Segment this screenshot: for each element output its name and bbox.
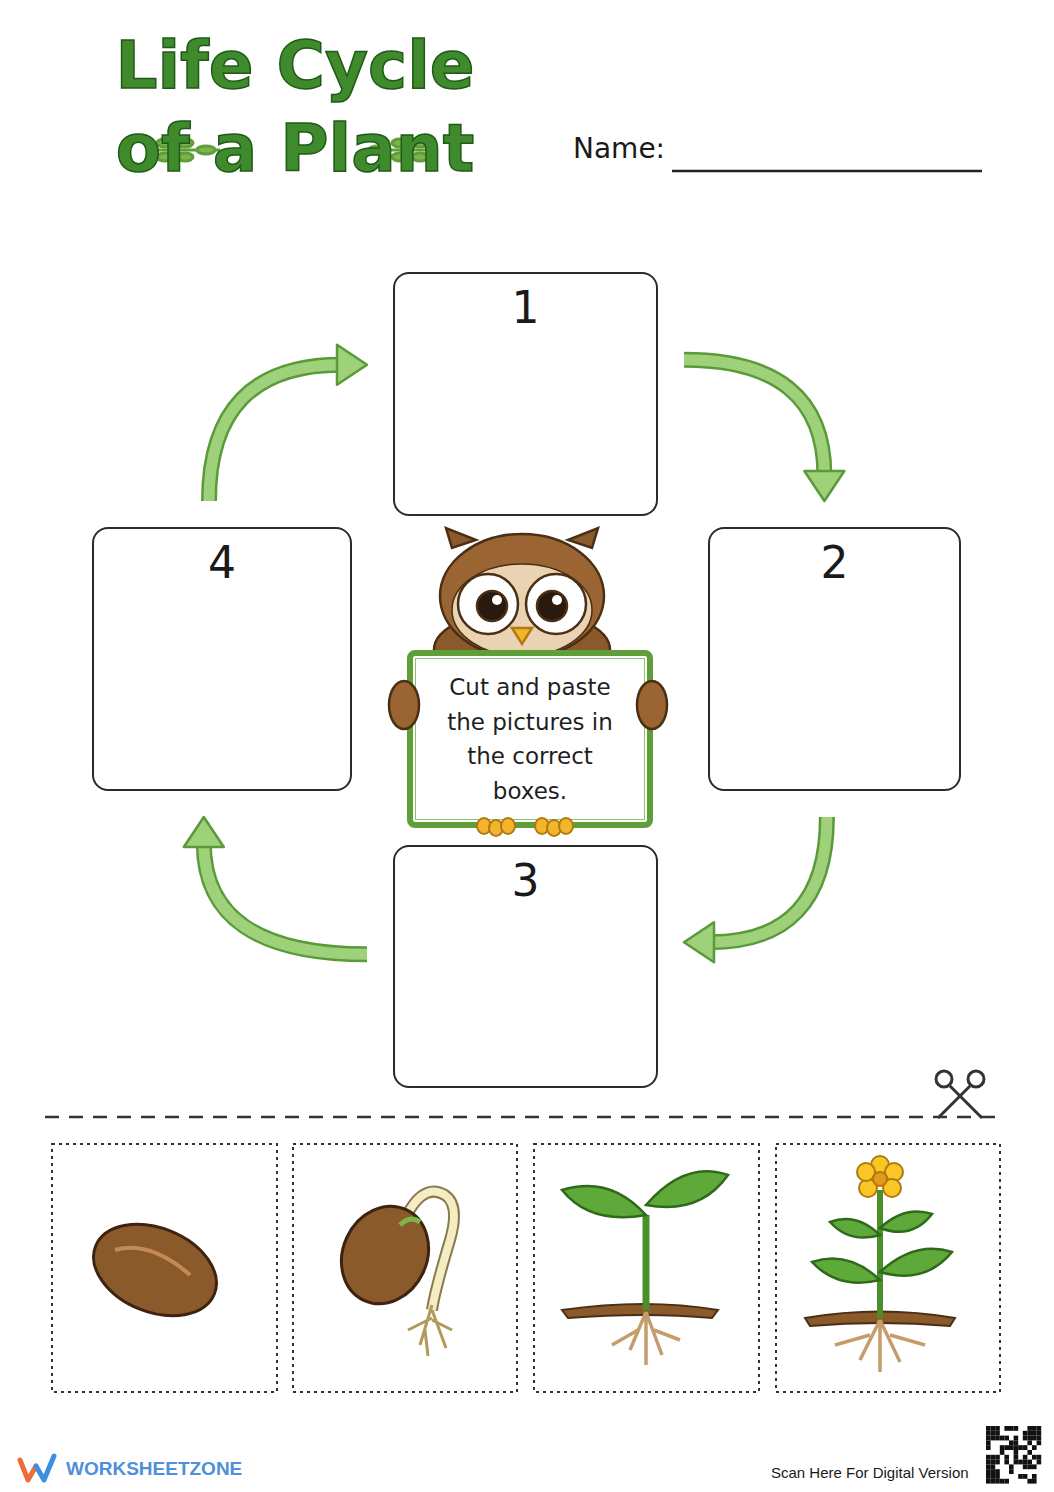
title: Life Cycle of a Plant bbox=[80, 25, 510, 190]
cycle-arrow bbox=[209, 345, 367, 501]
seedling-picture bbox=[562, 1171, 728, 1365]
logo-icon bbox=[20, 1456, 54, 1480]
scissors-icon bbox=[936, 1071, 984, 1118]
stage-box: 3 bbox=[393, 845, 658, 1088]
cut-line bbox=[45, 1116, 1005, 1119]
instruction-sign: Cut and paste the pictures in the correc… bbox=[407, 650, 653, 828]
stage-number: 1 bbox=[395, 284, 656, 332]
stage-box: 1 bbox=[393, 272, 658, 516]
instruction-text: Cut and paste the pictures in the correc… bbox=[413, 662, 647, 816]
brand-name: WORKSHEETZONE bbox=[66, 1458, 242, 1480]
name-label: Name: bbox=[573, 132, 665, 165]
scan-note: Scan Here For Digital Version bbox=[771, 1464, 969, 1481]
sprouting-seed-picture bbox=[326, 1192, 454, 1356]
seed-picture bbox=[80, 1207, 230, 1333]
stage-number: 4 bbox=[94, 539, 350, 587]
stage-box: 2 bbox=[708, 527, 961, 791]
stage-box: 4 bbox=[92, 527, 352, 791]
name-line bbox=[672, 170, 982, 173]
qr-code bbox=[986, 1426, 1041, 1484]
cycle-arrow bbox=[684, 360, 844, 501]
stage-number: 3 bbox=[395, 857, 656, 905]
stage-number: 2 bbox=[710, 539, 959, 587]
cutout-boxes bbox=[52, 1144, 1000, 1392]
cycle-arrow bbox=[684, 817, 827, 962]
flowering-plant-picture bbox=[805, 1156, 955, 1372]
cycle-arrow bbox=[184, 817, 367, 954]
